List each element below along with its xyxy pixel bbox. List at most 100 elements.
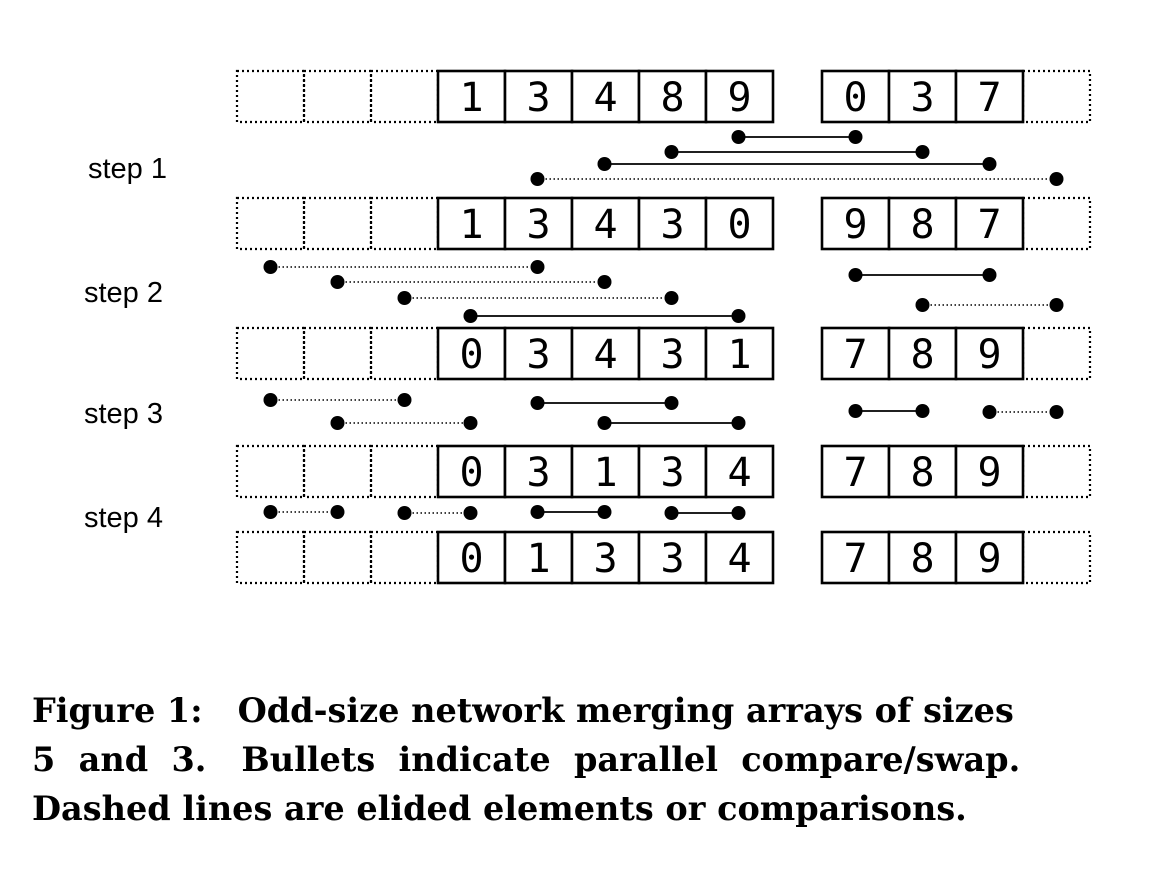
comparator-bullet xyxy=(530,260,545,274)
left-array-cell-value: 4 xyxy=(727,450,751,496)
comparator-bullet xyxy=(664,506,679,520)
elided-cell xyxy=(369,444,440,499)
left-array-cell-value: 4 xyxy=(593,202,617,248)
comparator-lines xyxy=(263,130,1064,520)
elided-cell xyxy=(302,444,373,499)
caption-line-1: Figure 1: Odd-size network merging array… xyxy=(32,691,1014,730)
right-array-cell-value: 8 xyxy=(910,202,934,248)
left-array-cell-value: 0 xyxy=(459,332,483,378)
left-array-cell xyxy=(570,444,641,499)
elided-cell xyxy=(1021,530,1092,585)
comparator-step4 xyxy=(263,505,345,519)
elided-cell xyxy=(302,196,373,251)
elided-cell xyxy=(369,196,440,251)
comparator-step3 xyxy=(597,416,746,430)
comparator-bullet xyxy=(397,506,412,520)
comparator-step2 xyxy=(848,268,997,282)
right-array-cell-value: 9 xyxy=(977,536,1001,582)
right-array-cell xyxy=(887,326,958,381)
comparator-step3 xyxy=(530,396,679,410)
elided-cell xyxy=(235,326,306,381)
comparator-step1 xyxy=(664,145,930,159)
comparator-bullet xyxy=(597,275,612,289)
left-array-cell-value: 3 xyxy=(526,332,550,378)
right-array-cell-value: 8 xyxy=(910,536,934,582)
comparator-bullet xyxy=(731,130,746,144)
left-array-cell xyxy=(704,69,775,124)
left-array-cell-value: 8 xyxy=(660,75,684,121)
comparator-bullet xyxy=(982,405,997,419)
right-array-cell xyxy=(820,326,891,381)
comparator-bullet xyxy=(915,298,930,312)
elided-cell xyxy=(1021,444,1092,499)
left-array-cell xyxy=(570,530,641,585)
right-array-cell-value: 7 xyxy=(843,332,867,378)
right-array-cell-value: 7 xyxy=(977,202,1001,248)
left-array-cell-value: 9 xyxy=(727,75,751,121)
right-array-cell xyxy=(954,326,1025,381)
elided-cell xyxy=(235,69,306,124)
right-array-cell-value: 8 xyxy=(910,332,934,378)
right-array-cell-value: 9 xyxy=(843,202,867,248)
comparator-bullet xyxy=(1049,298,1064,312)
right-array-cell-value: 9 xyxy=(977,450,1001,496)
comparator-bullet xyxy=(731,309,746,323)
caption-line-2: 5 and 3. Bullets indicate parallel compa… xyxy=(32,740,1021,779)
comparator-bullet xyxy=(330,275,345,289)
comparator-step4 xyxy=(664,506,746,520)
left-array-cell-value: 3 xyxy=(660,450,684,496)
elided-cell xyxy=(235,444,306,499)
comparator-bullet xyxy=(664,396,679,410)
comparator-bullet xyxy=(330,416,345,430)
comparator-bullet xyxy=(1049,172,1064,186)
left-array-cell-value: 0 xyxy=(459,536,483,582)
elided-cell xyxy=(302,530,373,585)
comparator-bullet xyxy=(263,393,278,407)
comparator-bullet xyxy=(530,505,545,519)
left-array-cell-value: 1 xyxy=(459,75,483,121)
right-array-cell-value: 8 xyxy=(910,450,934,496)
left-array-cell-value: 3 xyxy=(660,202,684,248)
comparator-bullet xyxy=(397,393,412,407)
comparator-step1 xyxy=(597,157,997,171)
comparator-bullet xyxy=(597,157,612,171)
comparator-bullet xyxy=(463,309,478,323)
right-array-cell-value: 7 xyxy=(843,536,867,582)
comparator-step4 xyxy=(530,505,612,519)
step-label-4: step 4 xyxy=(84,502,163,534)
right-array-cell xyxy=(954,444,1025,499)
comparator-bullet xyxy=(848,130,863,144)
right-array-cell xyxy=(820,196,891,251)
comparator-bullet xyxy=(263,260,278,274)
right-array-cell xyxy=(820,530,891,585)
left-array-cell xyxy=(436,69,507,124)
elided-cell xyxy=(1021,196,1092,251)
comparator-step1 xyxy=(530,172,1064,186)
left-array-cell-value: 0 xyxy=(727,202,751,248)
right-array-cell-value: 3 xyxy=(910,75,934,121)
left-array-cell xyxy=(637,196,708,251)
left-array-cell xyxy=(570,69,641,124)
elided-cell xyxy=(235,530,306,585)
left-array-cell-value: 1 xyxy=(526,536,550,582)
right-array-cell xyxy=(887,444,958,499)
left-array-cell-value: 3 xyxy=(660,536,684,582)
comparator-bullet xyxy=(848,404,863,418)
comparator-bullet xyxy=(664,145,679,159)
comparator-bullet xyxy=(915,404,930,418)
left-array-cell xyxy=(637,444,708,499)
elided-cell xyxy=(369,326,440,381)
comparator-bullet xyxy=(530,172,545,186)
left-array-cell-value: 1 xyxy=(459,202,483,248)
right-array-cell-value: 7 xyxy=(843,450,867,496)
right-array-cell xyxy=(954,530,1025,585)
left-array-cell-value: 4 xyxy=(727,536,751,582)
right-array-cell xyxy=(954,196,1025,251)
right-array-cell xyxy=(954,69,1025,124)
